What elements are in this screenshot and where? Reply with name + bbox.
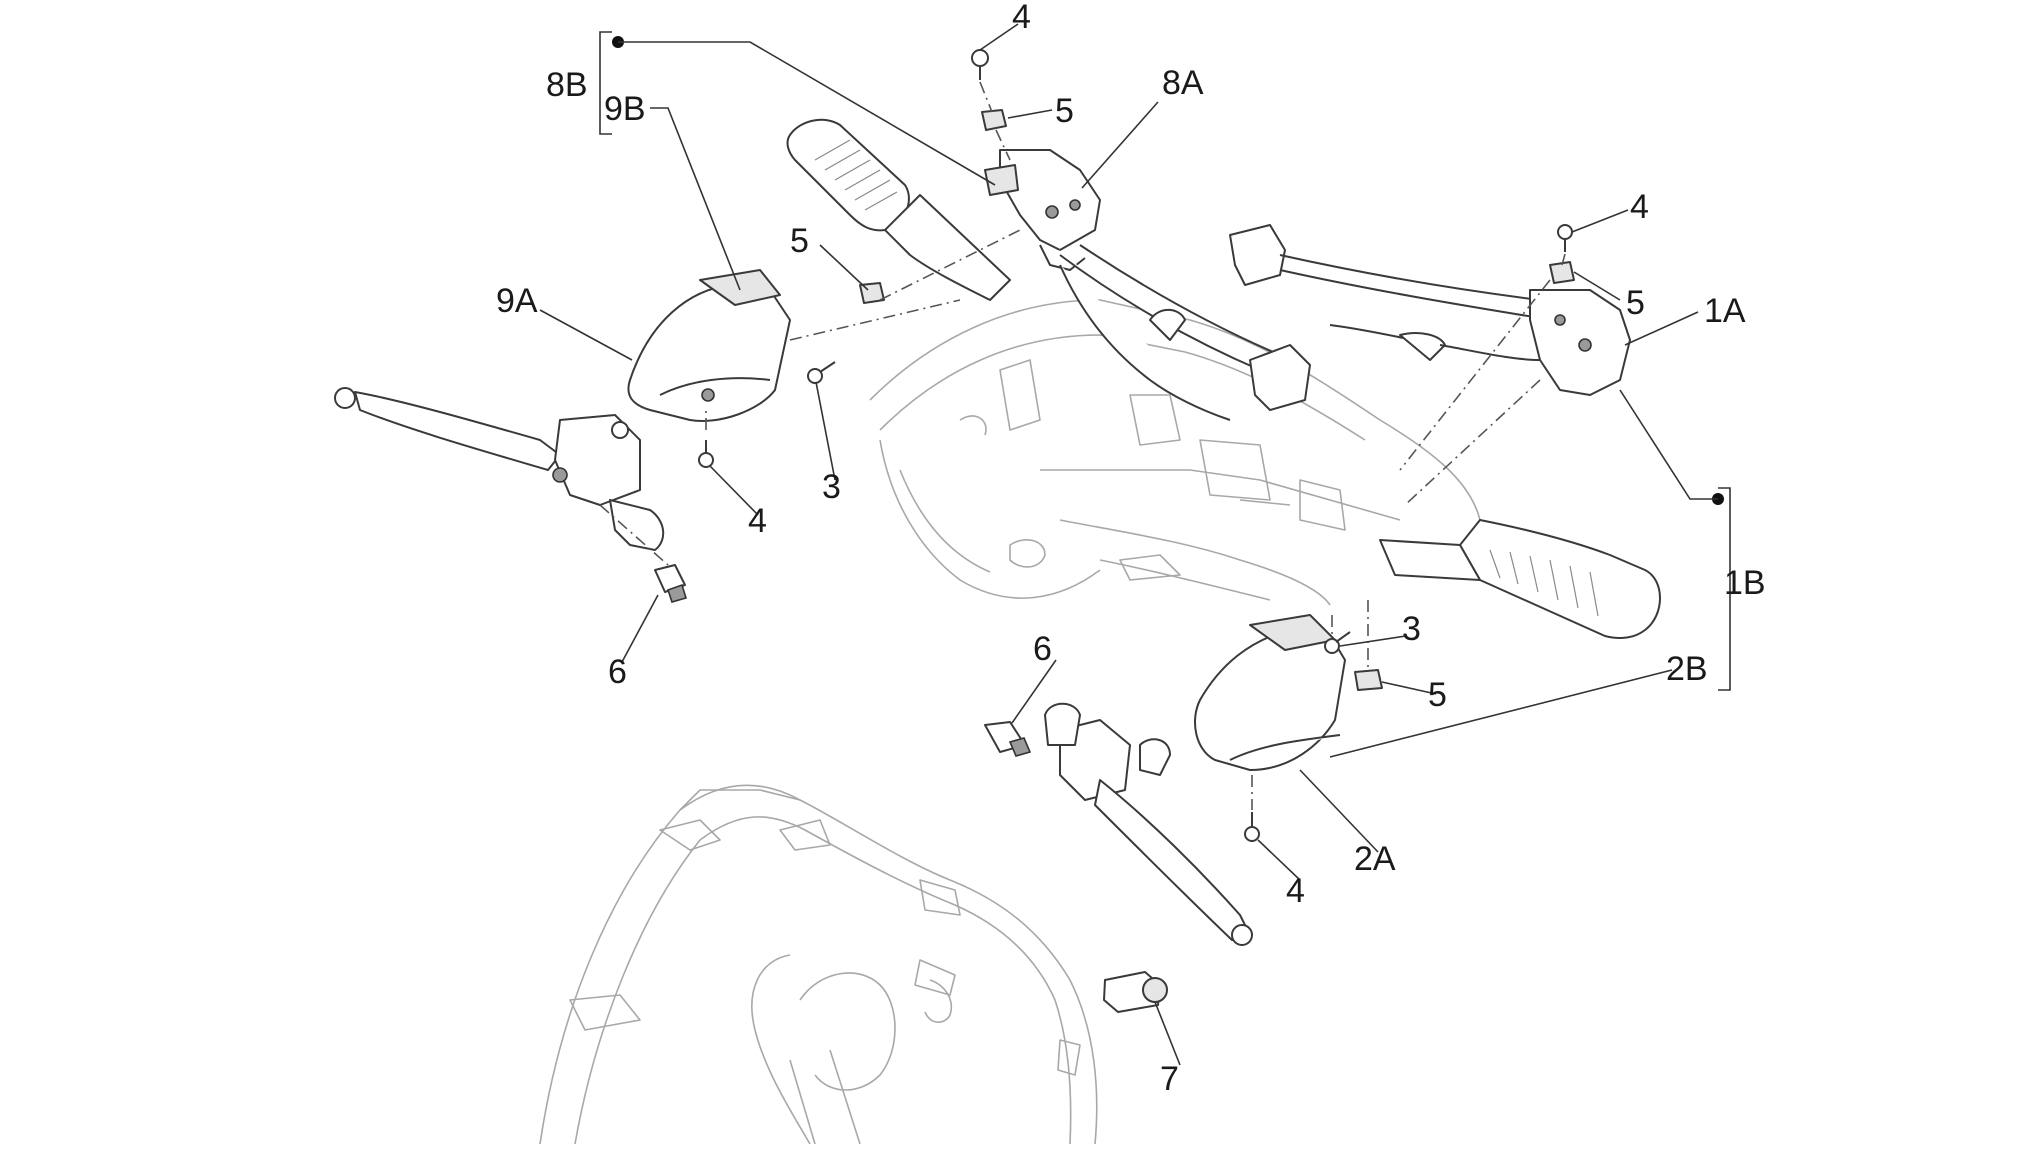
screw-4-top xyxy=(971,49,989,80)
switch-7 xyxy=(1103,971,1168,1013)
callout-2A: 2A xyxy=(1354,840,1396,878)
bracket-8B-9B xyxy=(599,31,612,135)
left-brake-lever xyxy=(334,387,665,551)
screw-3-left xyxy=(807,361,836,384)
right-switch-1A xyxy=(1229,224,1631,396)
callout-1B: 1B xyxy=(1724,564,1766,602)
screw-3-right xyxy=(1324,631,1351,654)
switch-6-center xyxy=(984,721,1032,757)
screw-4-lower xyxy=(1244,812,1260,842)
callout-4-lower: 4 xyxy=(1286,872,1305,910)
callout-6-center: 6 xyxy=(1033,630,1052,668)
right-handlebar-grip xyxy=(1379,519,1661,639)
right-cover-2A-2B xyxy=(1194,614,1346,771)
callout-5-lower: 5 xyxy=(1428,676,1447,714)
nut-5-lower xyxy=(1354,669,1383,691)
callout-8A: 8A xyxy=(1162,64,1204,102)
left-cover-9A-9B xyxy=(627,269,791,422)
callout-2B: 2B xyxy=(1666,650,1708,688)
left-handlebar-grip xyxy=(786,118,1011,301)
callout-3-right: 3 xyxy=(1402,610,1421,648)
nut-5-top xyxy=(981,109,1007,131)
callout-4-top: 4 xyxy=(1012,0,1031,36)
callout-4-right: 4 xyxy=(1630,188,1649,226)
callout-5-left: 5 xyxy=(790,222,809,260)
callout-1A: 1A xyxy=(1704,292,1746,330)
left-switch-8A xyxy=(984,149,1311,421)
callout-9B: 9B xyxy=(604,90,646,128)
leader-lines xyxy=(539,23,1724,1066)
callout-labels: 4 5 8A 8B 9B 9A 5 3 4 6 4 5 1A 1B 3 5 2B… xyxy=(496,0,1766,1098)
callout-7: 7 xyxy=(1160,1060,1179,1098)
screw-4-left xyxy=(698,440,714,468)
callout-8B: 8B xyxy=(546,66,588,104)
alignment-lines xyxy=(599,81,1566,810)
callout-5-top: 5 xyxy=(1055,92,1074,130)
right-brake-lever xyxy=(1044,702,1253,946)
callout-6-left: 6 xyxy=(608,653,627,691)
callout-4-left: 4 xyxy=(748,502,767,540)
bracket-1B-2B xyxy=(1718,487,1731,691)
callout-3-left: 3 xyxy=(822,468,841,506)
callout-9A: 9A xyxy=(496,282,538,320)
switch-6-left xyxy=(654,564,688,603)
callout-5-right: 5 xyxy=(1626,284,1645,322)
nut-5-right xyxy=(1549,261,1575,284)
handlebar-frame-outline xyxy=(869,299,1481,606)
headset-housing-outline xyxy=(539,784,1098,1145)
screw-4-right xyxy=(1557,224,1573,252)
